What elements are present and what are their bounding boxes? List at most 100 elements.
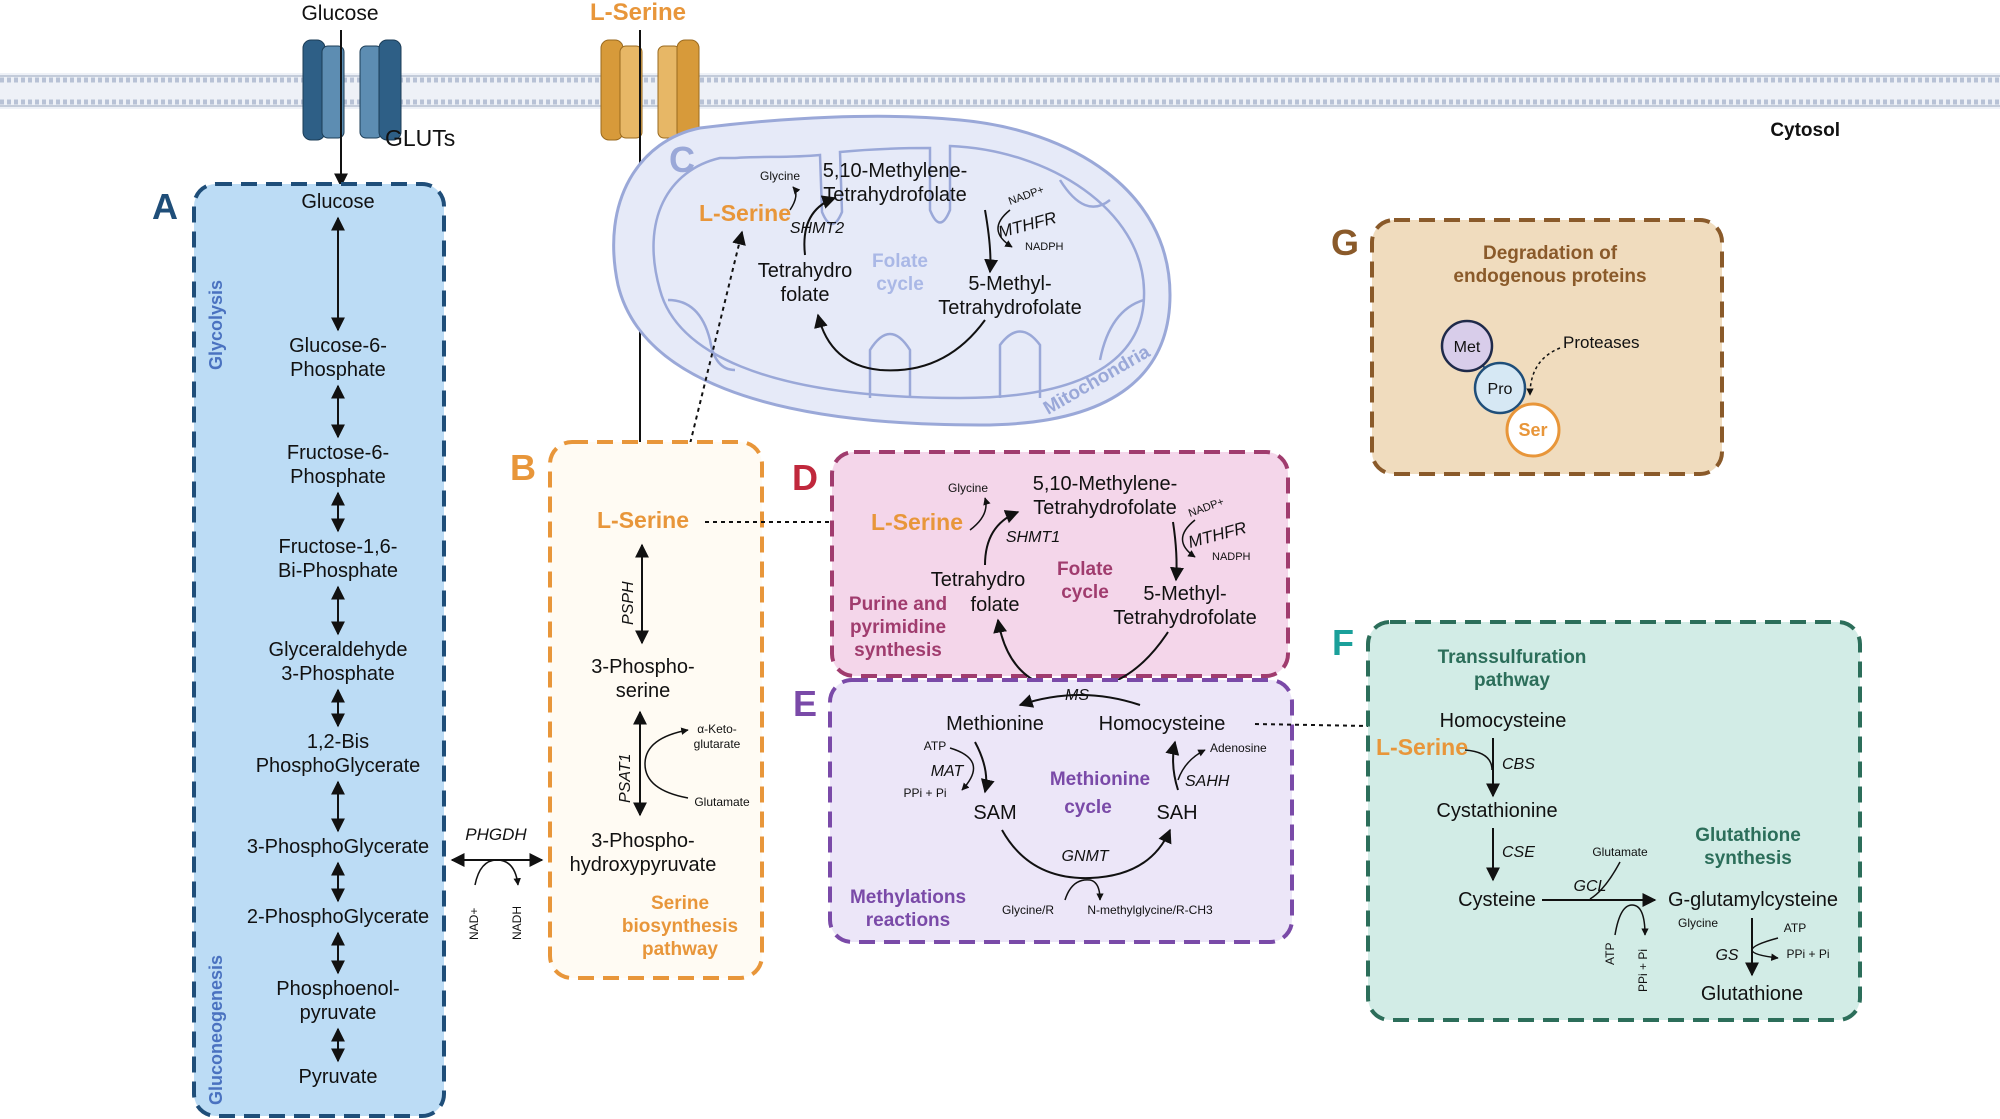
e-adenosine: Adenosine: [1210, 741, 1267, 755]
c-cycle-arrow: [814, 313, 986, 372]
d-methylene-1: 5,10-Methylene-: [1033, 473, 1178, 495]
b-psat1-side-arrow: [644, 727, 689, 799]
f-gs: GS: [1715, 947, 1738, 964]
e-atp: ATP: [924, 739, 946, 753]
b-glutamate: Glutamate: [694, 795, 750, 809]
f-cystathionine: Cystathionine: [1436, 800, 1557, 822]
panel-a-metabolite: pyruvate: [300, 1002, 377, 1024]
f-glutamate: Glutamate: [1592, 845, 1648, 859]
c-methylene-2: Tetrahydrofolate: [823, 184, 966, 206]
cell-membrane: [0, 73, 2000, 109]
f-cbs: CBS: [1502, 756, 1535, 773]
panel-a-metabolite: Pyruvate: [299, 1066, 378, 1088]
e-mat-side-arrow: [949, 747, 975, 791]
f-atp-1: ATP: [1603, 943, 1617, 965]
f-glutathione: Glutathione: [1701, 983, 1803, 1005]
f-glycine: Glycine: [1678, 916, 1718, 930]
panel-a-metabolite: 3-PhosphoGlycerate: [247, 836, 429, 858]
ser-residue: [1505, 402, 1561, 458]
panel-a-metabolite: Phosphate: [290, 466, 386, 488]
g-title-1: Degradation of: [1483, 243, 1618, 264]
e-mat: MAT: [931, 763, 965, 780]
e-gnmt-side-arrow: [1064, 879, 1104, 901]
f-lserine: L-Serine: [1376, 734, 1468, 760]
panel-f-letter: F: [1332, 622, 1354, 663]
e-nmg: N-methylglycine/R-CH3: [1087, 903, 1213, 917]
ser-label: Ser: [1518, 420, 1547, 440]
b-psph: PSPH: [620, 581, 637, 625]
c-mthfr-side-arrow: [997, 209, 1013, 248]
f-title-2: pathway: [1474, 670, 1550, 691]
e-title-2: reactions: [866, 910, 950, 931]
d-purine-2: pyrimidine: [850, 617, 946, 638]
c-mthfr-arrow: [984, 209, 999, 274]
d-shmt-side-arrow: [969, 497, 991, 531]
glycolysis-label: Glycolysis: [206, 280, 226, 370]
e-mat-arrow: [974, 741, 995, 794]
e-cycle-1: Methionine: [1050, 769, 1150, 790]
e-cycle-2: cycle: [1064, 797, 1112, 818]
e-glycine-r: Glycine/R: [1002, 903, 1054, 917]
panel-g-box: [1370, 218, 1724, 476]
e-title-1: Methylations: [850, 887, 966, 908]
f-atp-2: ATP: [1784, 921, 1806, 935]
c-folate-cycle-1: Folate: [872, 251, 928, 272]
pro-label: Pro: [1488, 381, 1513, 398]
b-akg-2: glutarate: [694, 737, 741, 751]
glut-transporter-icon: [302, 39, 402, 141]
panel-a-metabolite-list: GlucoseGlucose-6-PhosphateFructose-6-Pho…: [247, 191, 429, 1088]
b-title-1: Serine: [651, 893, 709, 914]
panel-c-mitochondria: [612, 114, 1172, 427]
e-ms-arrow: [1018, 694, 1141, 708]
c-methyl-2: Tetrahydrofolate: [938, 297, 1081, 319]
d-folate-cycle-2: cycle: [1061, 582, 1109, 603]
b-lserine: L-Serine: [597, 507, 689, 533]
c-nadph: NADPH: [1025, 241, 1064, 253]
panel-a-metabolite: 3-Phosphate: [281, 663, 394, 685]
d-purine-3: synthesis: [854, 640, 942, 661]
b-phosphoserine-1: 3-Phospho-: [591, 656, 694, 678]
nadh-label: NADH: [510, 906, 524, 940]
g-title-2: endogenous proteins: [1453, 266, 1646, 287]
e-sahh-side-arrow: [1177, 749, 1206, 781]
panel-a-metabolite: PhosphoGlycerate: [256, 755, 421, 777]
panel-a-metabolite: 2-PhosphoGlycerate: [247, 906, 429, 928]
met-residue: [1440, 319, 1494, 373]
panel-a-metabolite: Fructose-1,6-: [279, 536, 398, 558]
f-gsh-title-2: synthesis: [1704, 848, 1792, 869]
f-gs-side-arrow: [1751, 937, 1779, 961]
panel-e-letter: E: [793, 683, 817, 724]
f-ppi-2: PPi + Pi: [1786, 947, 1829, 961]
panel-a-metabolite: 1,2-Bis: [307, 731, 369, 753]
b-php-2: hydroxypyruvate: [570, 854, 717, 876]
f-glutamate-arrow: [1589, 861, 1621, 900]
panel-f-box: [1366, 620, 1862, 1022]
b-php-1: 3-Phospho-: [591, 830, 694, 852]
b-psat1: PSAT1: [617, 754, 634, 804]
panel-a-box: [192, 182, 446, 1118]
gluconeogenesis-label: Gluconeogenesis: [206, 955, 226, 1105]
panel-a-metabolite: Glucose-6-: [289, 335, 387, 357]
d-mthfr-arrow: [1170, 521, 1184, 582]
panel-a-metabolite: Phosphate: [290, 359, 386, 381]
d-glycine: Glycine: [948, 481, 988, 495]
c-shmt2: SHMT2: [790, 220, 844, 237]
panel-b-box: [548, 440, 764, 980]
d-methyl-2: Tetrahydrofolate: [1113, 607, 1256, 629]
e-sahh-arrow: [1165, 740, 1180, 791]
d-purine-1: Purine and: [849, 594, 947, 615]
f-title-1: Transsulfuration: [1438, 647, 1587, 668]
panel-a-metabolite: Bi-Phosphate: [278, 560, 398, 582]
panel-c-letter: C: [669, 139, 695, 180]
f-gcl: GCL: [1574, 878, 1607, 895]
f-cse: CSE: [1502, 844, 1535, 861]
e-gnmt-arrow: [1001, 828, 1172, 880]
c-glycine: Glycine: [760, 169, 800, 183]
proteases-arrow: [1526, 347, 1561, 396]
f-homocysteine: Homocysteine: [1440, 710, 1567, 732]
membrane-glucose-label: Glucose: [301, 2, 378, 25]
d-thf-1: Tetrahydro: [931, 569, 1026, 591]
e-sahh: SAHH: [1185, 773, 1230, 790]
panel-b-letter: B: [510, 447, 536, 488]
